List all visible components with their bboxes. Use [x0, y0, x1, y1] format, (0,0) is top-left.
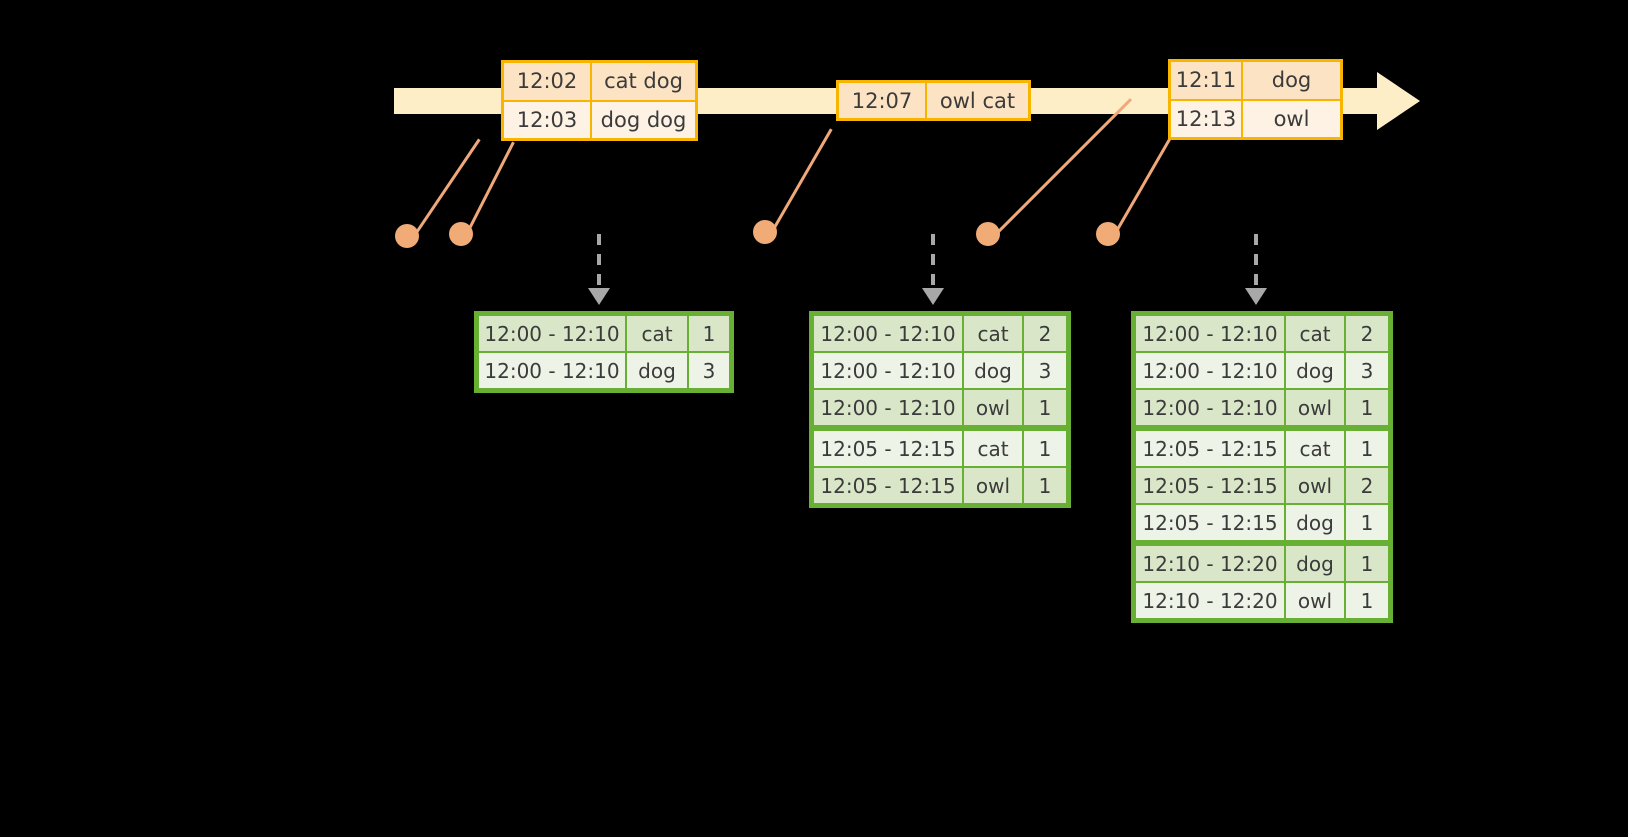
window-cell: 12:05 - 12:15	[1136, 468, 1284, 503]
leader-line-2	[464, 141, 515, 238]
event-row: 12:03 dog dog	[504, 99, 695, 138]
event-time: 12:03	[504, 101, 592, 138]
count-cell: 2	[1346, 468, 1388, 503]
key-cell: dog	[1286, 353, 1344, 388]
window-cell: 12:05 - 12:15	[814, 468, 962, 503]
leader-line-3	[769, 128, 833, 236]
event-payload: owl	[1243, 100, 1340, 137]
count-cell: 1	[1346, 505, 1388, 540]
count-cell: 1	[1024, 431, 1066, 466]
count-cell: 1	[1346, 583, 1388, 618]
event-group-1[interactable]: 12:02 cat dog 12:03 dog dog	[501, 60, 698, 141]
window-cell: 12:00 - 12:10	[814, 316, 962, 351]
flow-arrow-3-head-icon	[1245, 288, 1267, 305]
key-cell: owl	[1286, 390, 1344, 425]
key-cell: dog	[964, 353, 1022, 388]
event-marker-3	[753, 220, 777, 244]
window-cell: 12:05 - 12:15	[1136, 505, 1284, 540]
count-cell: 1	[1024, 390, 1066, 425]
window-cell: 12:00 - 12:10	[814, 390, 962, 425]
count-cell: 1	[1346, 390, 1388, 425]
count-cell: 1	[1346, 431, 1388, 466]
event-group-3[interactable]: 12:11 dog 12:13 owl	[1168, 59, 1343, 140]
window-cell: 12:00 - 12:10	[1136, 390, 1284, 425]
event-payload: owl cat	[927, 83, 1028, 118]
event-row: 12:11 dog	[1171, 62, 1340, 99]
key-cell: cat	[964, 431, 1022, 466]
window-cell: 12:10 - 12:20	[1136, 546, 1284, 581]
flow-arrow-3	[1254, 234, 1258, 292]
event-marker-2	[449, 222, 473, 246]
event-time: 12:07	[839, 83, 927, 118]
window-cell: 12:00 - 12:10	[479, 353, 625, 388]
timeline-arrow-head-icon	[1377, 72, 1420, 130]
event-row: 12:07 owl cat	[839, 83, 1028, 118]
flow-arrow-1	[597, 234, 601, 292]
window-cell: 12:00 - 12:10	[479, 316, 625, 351]
event-time: 12:02	[504, 63, 592, 100]
key-cell: cat	[1286, 316, 1344, 351]
count-cell: 1	[689, 316, 729, 351]
event-marker-1	[395, 224, 419, 248]
key-cell: owl	[1286, 583, 1344, 618]
key-cell: dog	[1286, 546, 1344, 581]
window-cell: 12:00 - 12:10	[1136, 316, 1284, 351]
count-cell: 3	[1346, 353, 1388, 388]
key-cell: cat	[1286, 431, 1344, 466]
key-cell: dog	[1286, 505, 1344, 540]
flow-arrow-1-head-icon	[588, 288, 610, 305]
window-cell: 12:05 - 12:15	[814, 431, 962, 466]
event-marker-4	[976, 222, 1000, 246]
key-cell: dog	[627, 353, 687, 388]
event-time: 12:11	[1171, 62, 1243, 99]
flow-arrow-2	[931, 234, 935, 292]
key-cell: cat	[627, 316, 687, 351]
window-cell: 12:00 - 12:10	[814, 353, 962, 388]
count-cell: 2	[1346, 316, 1388, 351]
window-cell: 12:10 - 12:20	[1136, 583, 1284, 618]
window-cell: 12:05 - 12:15	[1136, 431, 1284, 466]
key-cell: owl	[964, 390, 1022, 425]
event-payload: dog dog	[592, 101, 695, 138]
event-row: 12:02 cat dog	[504, 63, 695, 100]
event-group-2[interactable]: 12:07 owl cat	[836, 80, 1031, 121]
count-cell: 2	[1024, 316, 1066, 351]
count-cell: 3	[1024, 353, 1066, 388]
event-row: 12:13 owl	[1171, 98, 1340, 137]
count-cell: 1	[1024, 468, 1066, 503]
window-cell: 12:00 - 12:10	[1136, 353, 1284, 388]
count-cell: 1	[1346, 546, 1388, 581]
key-cell: cat	[964, 316, 1022, 351]
key-cell: owl	[1286, 468, 1344, 503]
key-cell: owl	[964, 468, 1022, 503]
flow-arrow-2-head-icon	[922, 288, 944, 305]
event-payload: cat dog	[592, 63, 695, 100]
event-payload: dog	[1243, 62, 1340, 99]
event-marker-5	[1096, 222, 1120, 246]
count-cell: 3	[689, 353, 729, 388]
leader-line-5	[1112, 123, 1180, 238]
event-time: 12:13	[1171, 100, 1243, 137]
